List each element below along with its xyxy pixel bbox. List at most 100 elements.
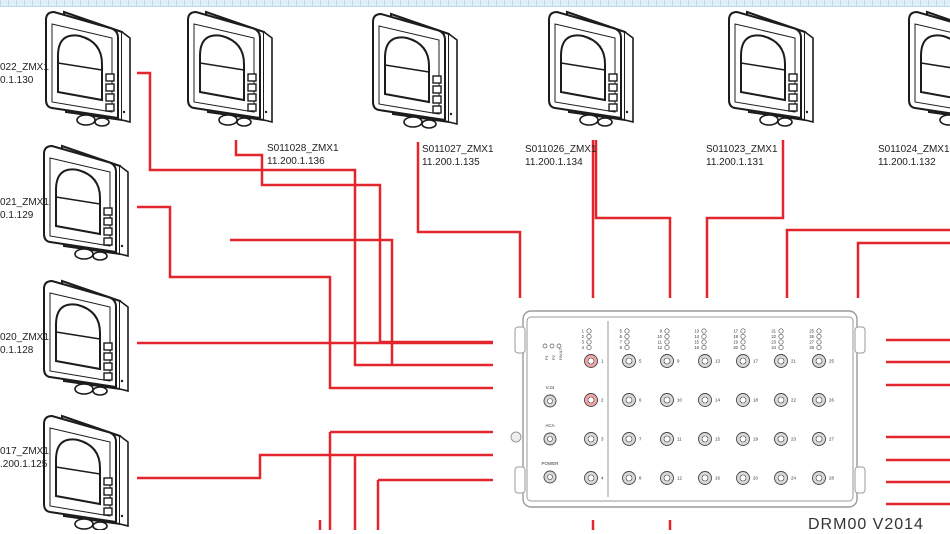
ethernet-port-pin <box>625 474 633 482</box>
port-led <box>740 333 746 340</box>
ethernet-port-pin <box>625 396 633 404</box>
port-led <box>816 344 822 351</box>
ethernet-port-label: 24 <box>791 476 796 481</box>
ethernet-port-label: 19 <box>753 437 758 442</box>
ethernet-port-pin <box>587 357 595 365</box>
ethernet-port-pin <box>701 435 709 443</box>
ethernet-port-pin <box>815 474 823 482</box>
ethernet-port-label: 6 <box>639 398 642 403</box>
ethernet-port-pin <box>625 357 633 365</box>
ethernet-port-pin <box>701 357 709 365</box>
port-led <box>778 333 784 340</box>
port-led-label: 25 <box>809 329 814 334</box>
device-label: 017_ZMX1.200.1.125 <box>0 445 49 471</box>
status-led <box>542 343 548 349</box>
port-led-label: 28 <box>809 345 814 350</box>
port-led <box>664 328 670 334</box>
device-ip: 0.1.129 <box>0 210 34 221</box>
device-name: S011027_ZMX1 <box>422 144 494 155</box>
device-ip: 11.200.1.136 <box>267 156 325 167</box>
status-led-label: P1 <box>544 354 549 360</box>
ethernet-port-label: 17 <box>753 359 758 364</box>
ethernet-port-pin <box>701 474 709 482</box>
ethernet-port-pin <box>587 435 595 443</box>
ethernet-port-pin <box>815 357 823 365</box>
wire <box>230 238 394 365</box>
port-led-label: 13 <box>694 329 699 334</box>
device-ip: 0.1.130 <box>0 75 34 86</box>
ethernet-port-label: 4 <box>601 476 604 481</box>
port-led-label: 26 <box>809 334 814 339</box>
port-led-label: 16 <box>694 345 699 350</box>
port-led <box>586 328 592 334</box>
port-led-label: 5 <box>620 329 623 334</box>
port-led-label: 3 <box>582 340 585 345</box>
port-led-label: 22 <box>771 334 776 339</box>
port-led <box>586 333 592 340</box>
ethernet-port-label: 8 <box>639 476 642 481</box>
switch-panel <box>526 316 854 502</box>
ethernet-port-pin <box>739 357 747 365</box>
ethernet-port-label: 14 <box>715 398 720 403</box>
device-top-3[interactable] <box>372 13 458 129</box>
device-name: 017_ZMX1 <box>0 446 49 457</box>
connection-wires <box>137 71 950 530</box>
port-led-label: 6 <box>620 334 623 339</box>
ethernet-port-pin <box>739 396 747 404</box>
port-led-label: 19 <box>733 340 738 345</box>
ethernet-port-label: 22 <box>791 398 796 403</box>
device-top-2[interactable] <box>187 11 273 127</box>
ethernet-port-pin <box>663 396 671 404</box>
port-led-label: 17 <box>733 329 738 334</box>
ethernet-port-label: 12 <box>677 476 682 481</box>
port-led <box>701 344 707 351</box>
ethernet-port-pin <box>587 474 595 482</box>
device-ip: 11.200.1.131 <box>706 157 764 168</box>
device-name: S011023_ZMX1 <box>706 144 778 155</box>
mount-tab <box>514 466 526 494</box>
wire <box>234 140 493 344</box>
port-led <box>701 339 707 345</box>
wire <box>785 228 950 298</box>
device-left-3[interactable] <box>43 280 129 396</box>
device-left-4[interactable] <box>43 415 129 530</box>
port-led <box>624 333 630 340</box>
port-led <box>701 328 707 334</box>
wire <box>137 453 493 480</box>
device-top-5[interactable] <box>728 11 814 127</box>
ethernet-port-label: 5 <box>639 359 642 364</box>
ethernet-port-label: 25 <box>829 359 834 364</box>
device-top-6[interactable] <box>908 11 950 127</box>
port-led-label: 11 <box>658 340 663 345</box>
port-led <box>778 344 784 351</box>
ethernet-port-label: 11 <box>677 437 682 442</box>
port-led <box>664 333 670 340</box>
device-ip: 11.200.1.135 <box>422 157 480 168</box>
device-label: S011027_ZMX1 11.200.1.135 <box>422 143 494 169</box>
port-led-label: 14 <box>694 334 699 339</box>
device-top-4[interactable] <box>548 11 634 127</box>
mount-tab <box>854 326 866 354</box>
ethernet-port-pin <box>663 474 671 482</box>
device-name: 021_ZMX1 <box>0 197 49 208</box>
ethernet-port-label: 26 <box>829 398 834 403</box>
port-led-label: 1 <box>582 329 585 334</box>
input-connector-pin <box>547 474 553 480</box>
device-left-2[interactable] <box>43 145 129 261</box>
ethernet-port-pin <box>701 396 709 404</box>
ethernet-port-pin <box>587 396 595 404</box>
wire <box>856 241 950 298</box>
port-led-label: 4 <box>582 345 585 350</box>
ethernet-port-pin <box>815 435 823 443</box>
ethernet-port-label: 23 <box>791 437 796 442</box>
ethernet-port-label: 20 <box>753 476 758 481</box>
ethernet-port-label: 13 <box>715 359 720 364</box>
wire <box>137 205 493 390</box>
wire <box>594 140 672 298</box>
input-connector-pin <box>547 398 553 404</box>
device-top-1[interactable] <box>45 11 131 127</box>
